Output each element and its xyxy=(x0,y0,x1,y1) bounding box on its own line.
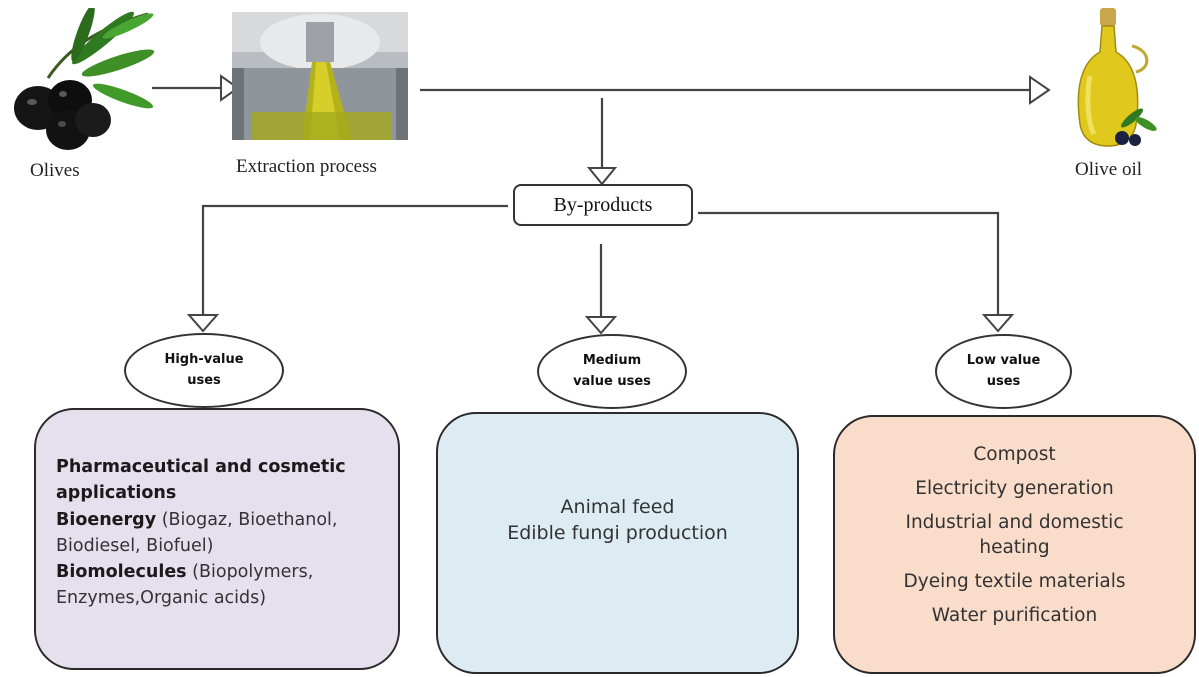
byproducts-node: By-products xyxy=(513,184,693,226)
arrowhead-high xyxy=(186,314,220,333)
arrowhead-extraction xyxy=(220,74,240,102)
low-item: Water purification xyxy=(931,604,1098,626)
medium-value-oval: Medium value uses xyxy=(537,334,687,409)
medium-value-title-line1: Medium xyxy=(582,353,642,369)
low-item: Compost xyxy=(973,444,1056,465)
olives-image xyxy=(14,8,155,150)
arrow-to-low xyxy=(698,211,1000,316)
low-item: Dyeing textile materials xyxy=(903,570,1126,592)
high-item: Pharmaceutical and cosmetic applications xyxy=(56,457,346,504)
arrowhead-oil xyxy=(1029,75,1051,105)
low-value-title-line2: uses xyxy=(986,373,1021,389)
medium-value-box: Animal feed Edible fungi production xyxy=(436,412,799,674)
medium-item: Animal feed xyxy=(560,496,675,518)
high-value-title-line2: uses xyxy=(187,372,221,388)
olive-oil-label: Olive oil xyxy=(1075,159,1143,180)
medium-value-title-line2: value uses xyxy=(573,373,651,389)
high-value-box: Pharmaceutical and cosmetic applications… xyxy=(34,408,400,670)
low-item: Electricity generation xyxy=(915,477,1114,499)
olives-label: Olives xyxy=(30,160,80,181)
extraction-image xyxy=(232,12,408,140)
high-value-title-line1: High-value xyxy=(164,352,244,368)
arrowhead-medium xyxy=(584,316,618,335)
low-item: Industrial and domestic heating xyxy=(905,511,1124,558)
high-value-oval: High-value uses xyxy=(124,333,284,408)
arrowhead-low xyxy=(981,314,1015,333)
low-value-oval: Low value uses xyxy=(935,334,1072,409)
high-item: Bioenergy (Biogaz, Bioethanol, Biodiesel… xyxy=(56,509,338,556)
arrowhead-byproducts xyxy=(586,167,618,186)
extraction-label: Extraction process xyxy=(236,156,377,177)
low-value-box: Compost Electricity generation Industria… xyxy=(833,415,1196,674)
high-item: Biomolecules (Biopolymers, Enzymes,Organ… xyxy=(56,562,314,609)
medium-item: Edible fungi production xyxy=(507,522,728,545)
low-value-title-line1: Low value xyxy=(966,353,1041,369)
arrow-to-high xyxy=(201,204,508,316)
olive-oil-image xyxy=(1077,8,1157,147)
